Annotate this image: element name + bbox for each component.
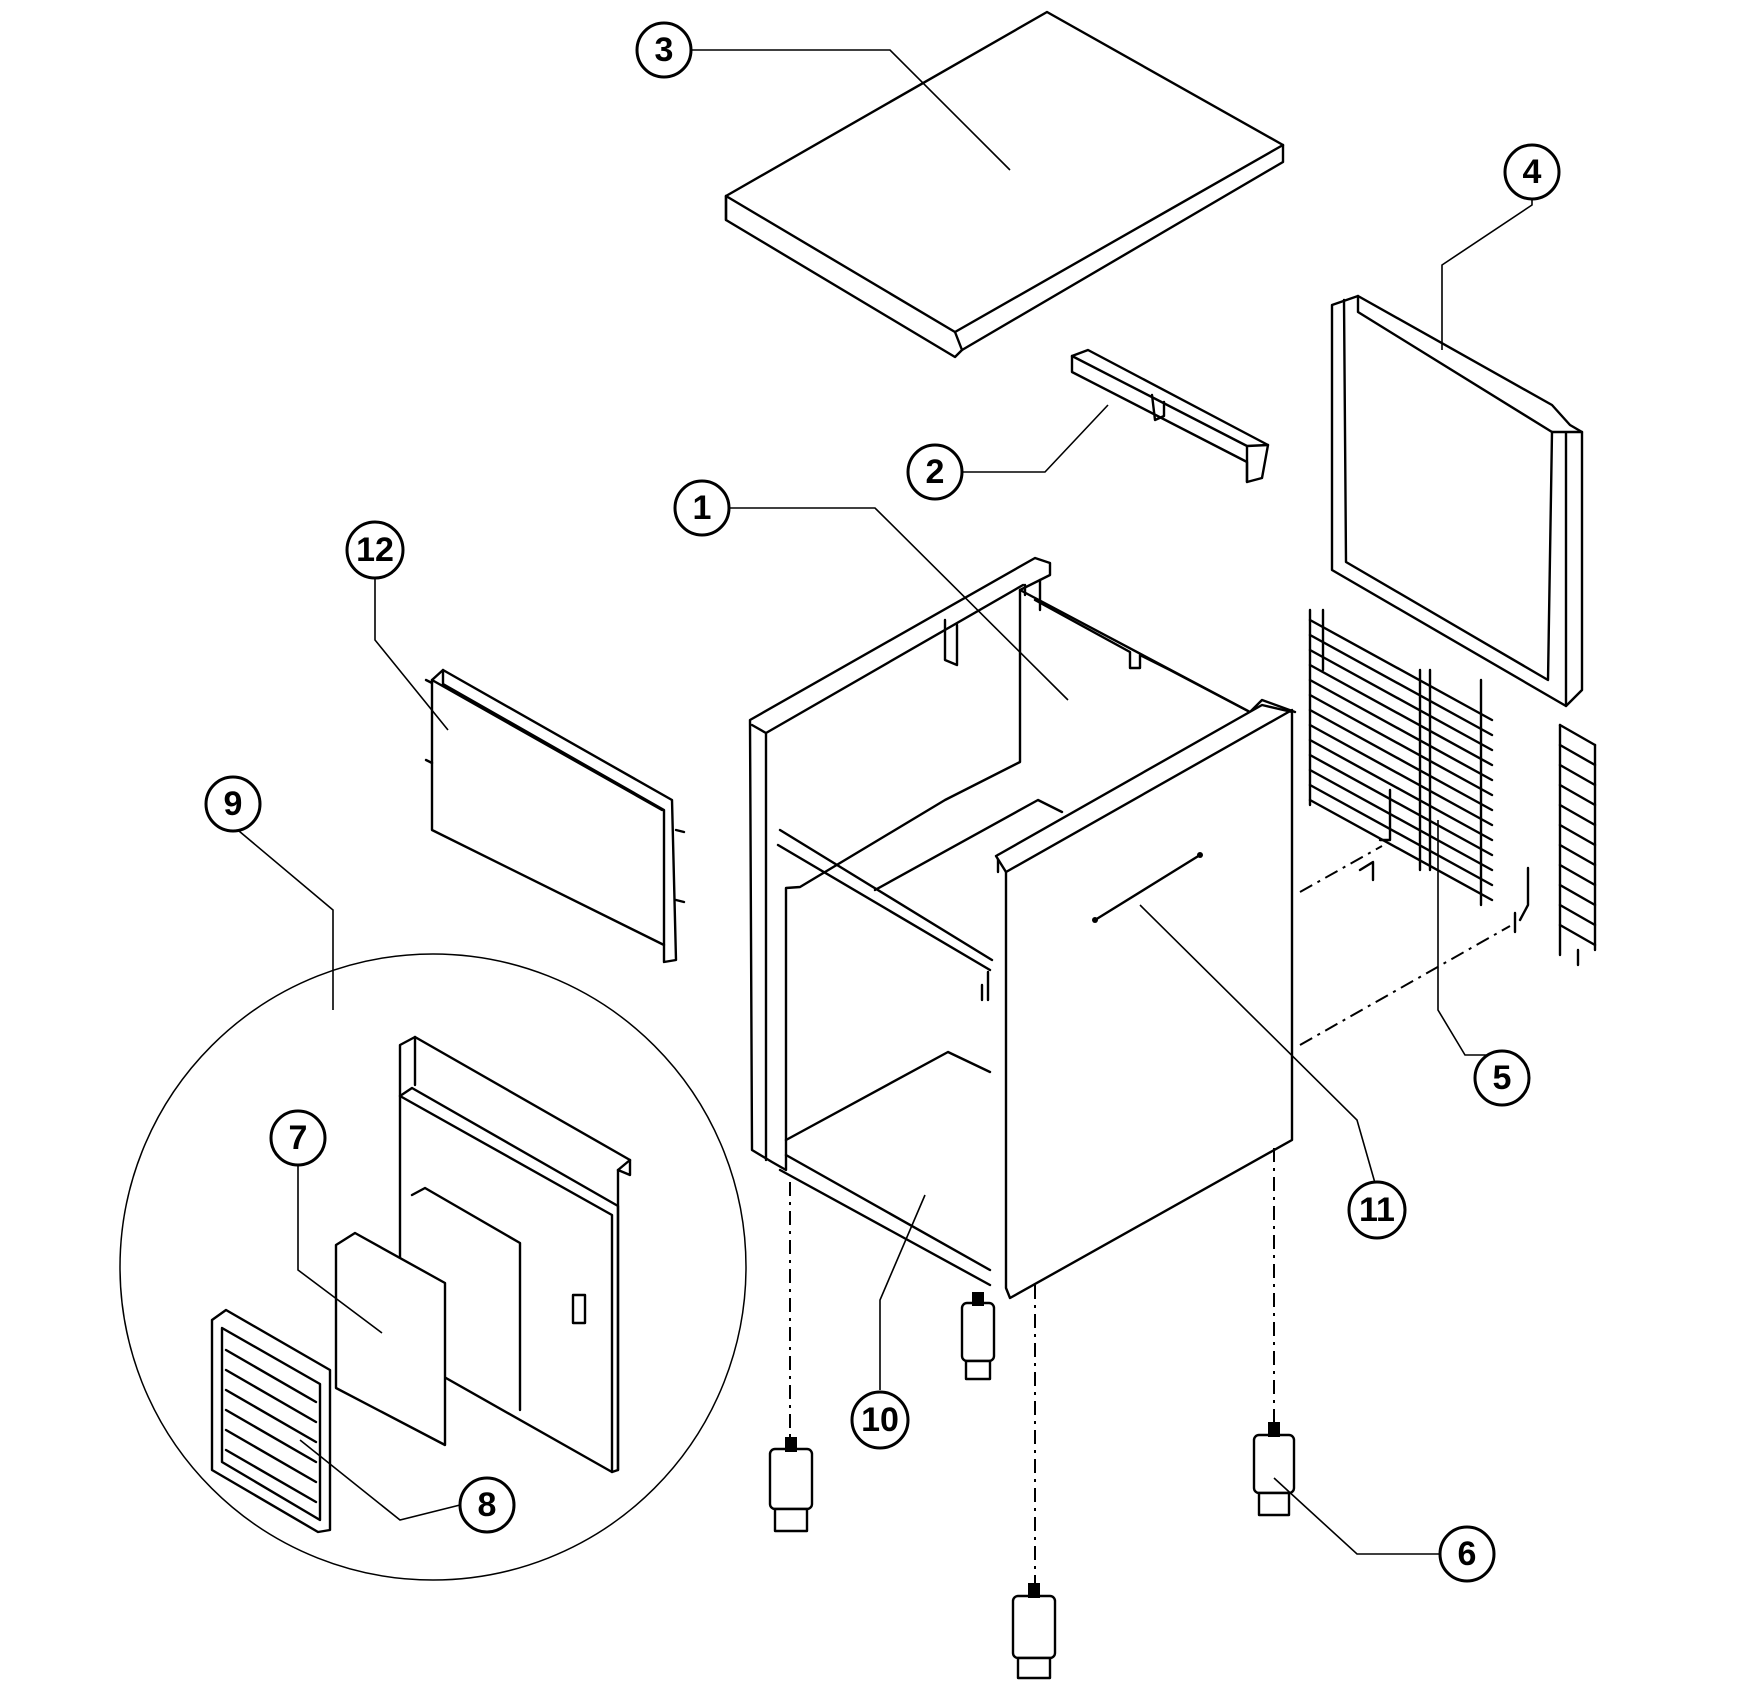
callout-6: 6 [1438,1525,1496,1583]
part-3-worktop [724,10,1285,359]
detail-circle-part-9 [119,953,747,1581]
callout-10: 10 [850,1390,910,1450]
part-5-wire-rack [1308,608,1597,967]
callout-1-label: 1 [693,489,712,527]
callout-7-label: 7 [289,1119,308,1157]
callout-9: 9 [204,775,262,833]
callout-5: 5 [1473,1049,1531,1107]
callout-11: 11 [1347,1180,1407,1240]
callout-5-label: 5 [1493,1059,1512,1097]
callout-12-label: 12 [356,531,394,569]
callout-7: 7 [269,1109,327,1167]
assembly-lines [789,845,1511,1583]
part-11-handle [1092,852,1203,923]
callout-2-label: 2 [926,453,945,491]
callout-11-label: 11 [1359,1191,1395,1229]
callout-8: 8 [458,1476,516,1534]
callout-6-label: 6 [1458,1535,1477,1573]
part-6-foot-3 [1252,1422,1296,1517]
callout-3-label: 3 [655,31,674,69]
leader-lines [232,49,1533,1555]
callout-12: 12 [345,520,405,580]
part-12-side-panel [424,668,686,964]
callout-4-label: 4 [1523,153,1542,191]
callout-3: 3 [635,21,693,79]
part-6-foot-1 [960,1292,996,1381]
part-6-foot-2 [768,1437,814,1533]
part-1-cabinet-body [748,556,1297,1300]
callout-9-label: 9 [224,785,243,823]
callout-4: 4 [1503,143,1561,201]
part-2-rail [1070,348,1270,484]
callout-8-label: 8 [478,1486,497,1524]
callout-10-label: 10 [861,1401,899,1439]
part-4-back-frame [1330,294,1584,708]
callout-1: 1 [673,479,731,537]
callout-2: 2 [906,443,964,501]
part-6-foot-4 [1011,1583,1057,1680]
